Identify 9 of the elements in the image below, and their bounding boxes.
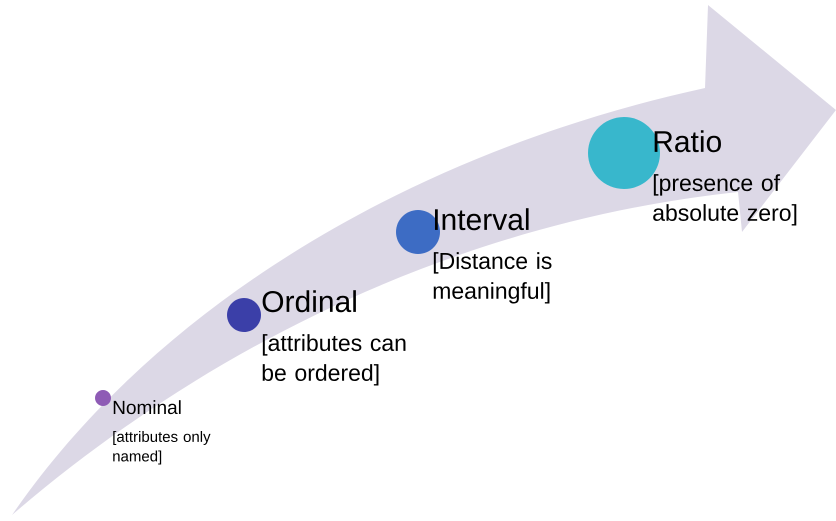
level-description: [Distance is meaningful] [434, 252, 552, 304]
circle-marker [227, 298, 261, 332]
level-heading: Interval [434, 208, 529, 230]
level-description: [attributes can be ordered] [262, 334, 406, 386]
level-heading: Nominal [114, 400, 181, 414]
level-description: [presence of absolute zero] [653, 174, 796, 226]
circle-marker [95, 390, 111, 406]
level-heading: Ordinal [262, 290, 356, 312]
level-description: [attributes only named] [113, 430, 211, 464]
